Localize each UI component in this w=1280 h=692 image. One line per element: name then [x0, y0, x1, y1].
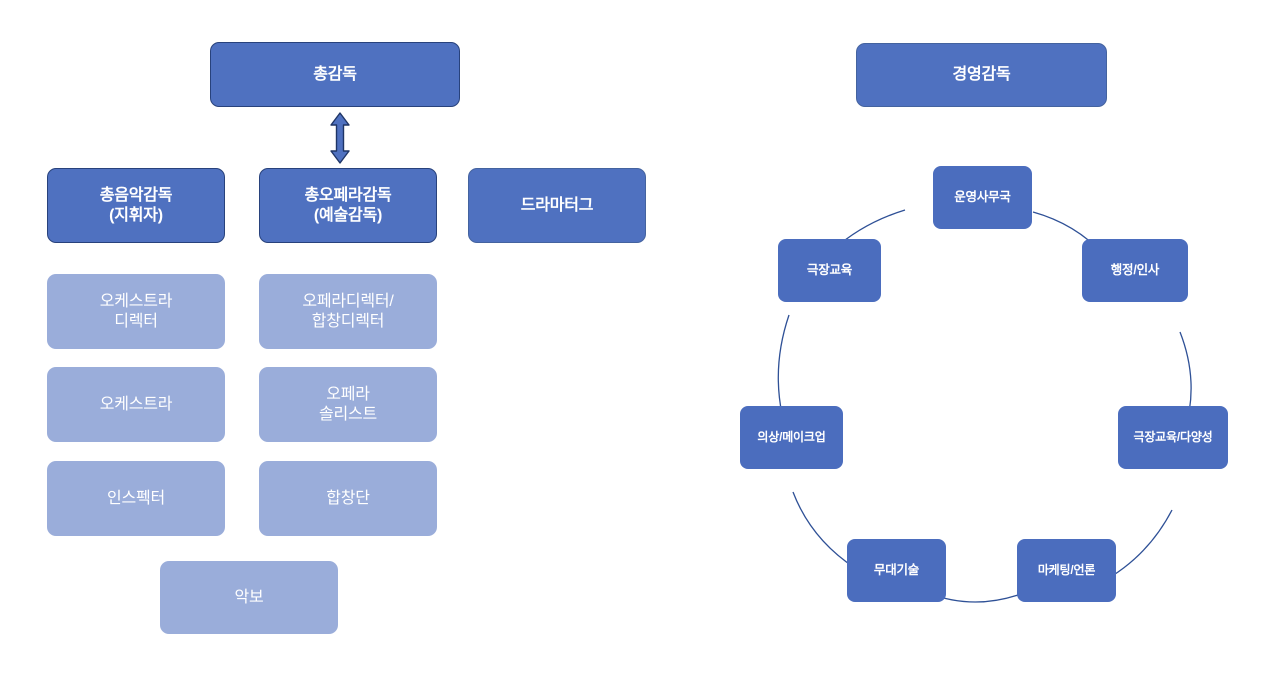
node-theatre-education[interactable]: 극장교육 — [778, 239, 881, 302]
box-inspector[interactable]: 인스펙터 — [47, 461, 225, 536]
box-orchestra[interactable]: 오케스트라 — [47, 367, 225, 442]
node-stage-technology[interactable]: 무대기술 — [847, 539, 946, 602]
box-opera-chorus-director[interactable]: 오페라디렉터/ 합창디렉터 — [259, 274, 437, 349]
box-chief-opera-director[interactable]: 총오페라감독 (예술감독) — [259, 168, 437, 243]
box-opera-soloist[interactable]: 오페라 솔리스트 — [259, 367, 437, 442]
box-dramaturg[interactable]: 드라마터그 — [468, 168, 646, 243]
double-headed-arrow-icon — [330, 112, 350, 164]
node-costume-makeup[interactable]: 의상/메이크업 — [740, 406, 843, 469]
box-management-director[interactable]: 경영감독 — [856, 43, 1107, 107]
box-chorus[interactable]: 합창단 — [259, 461, 437, 536]
node-administration-hr[interactable]: 행정/인사 — [1082, 239, 1188, 302]
node-theatre-education-diversity[interactable]: 극장교육/다양성 — [1118, 406, 1228, 469]
box-orchestra-director[interactable]: 오케스트라 디렉터 — [47, 274, 225, 349]
box-chief-director[interactable]: 총감독 — [210, 42, 460, 107]
box-score-library[interactable]: 악보 — [160, 561, 338, 634]
box-chief-music-director[interactable]: 총음악감독 (지휘자) — [47, 168, 225, 243]
node-marketing-press[interactable]: 마케팅/언론 — [1017, 539, 1116, 602]
node-operations-office[interactable]: 운영사무국 — [933, 166, 1032, 229]
